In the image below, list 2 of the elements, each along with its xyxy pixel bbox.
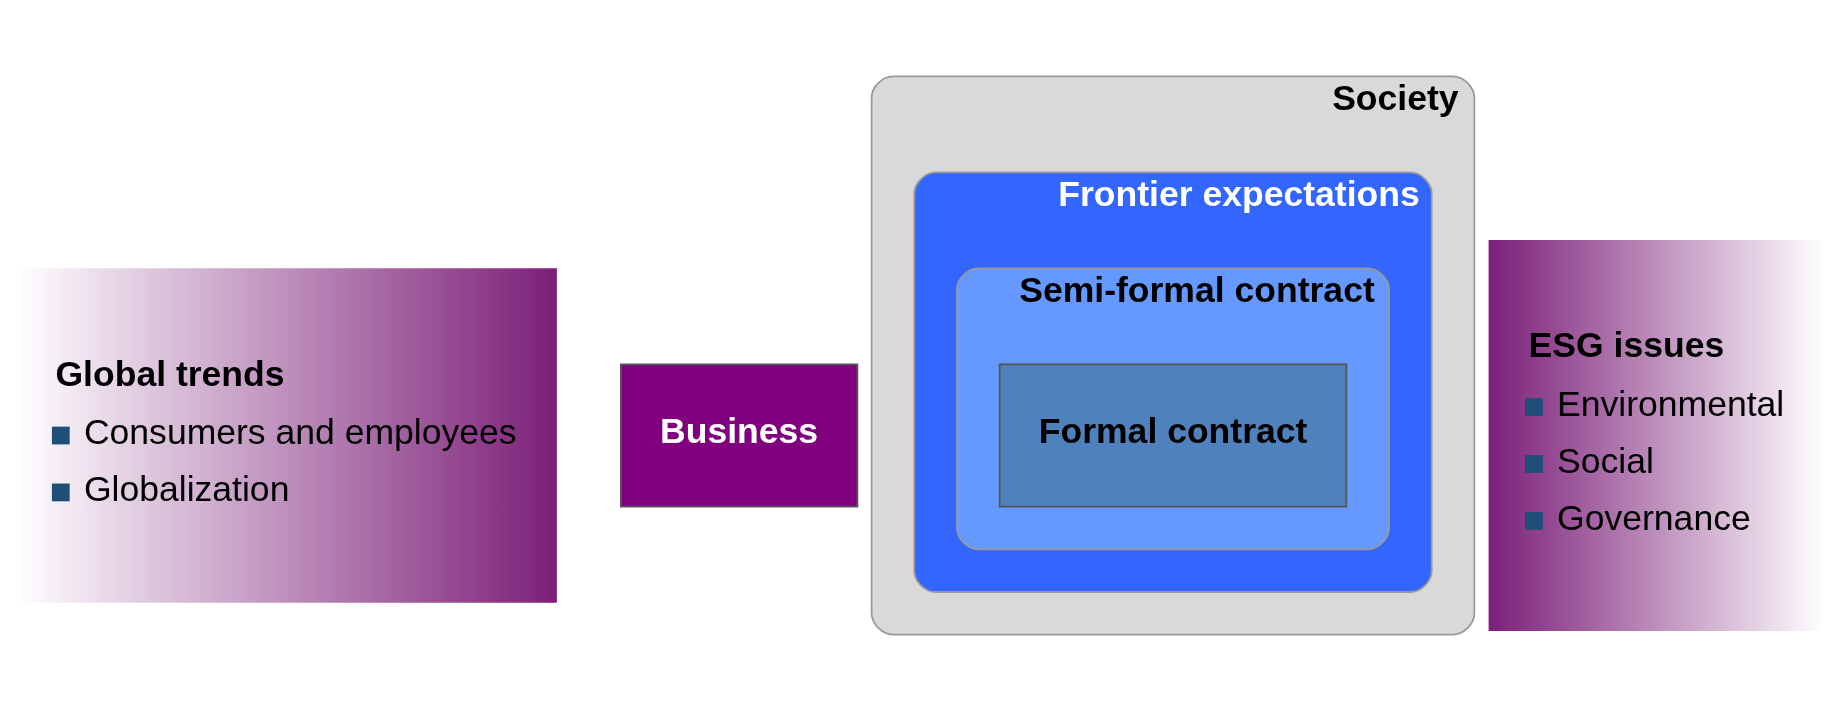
- node-box: Business: [620, 363, 859, 508]
- node-box: Formal contract: [998, 363, 1348, 508]
